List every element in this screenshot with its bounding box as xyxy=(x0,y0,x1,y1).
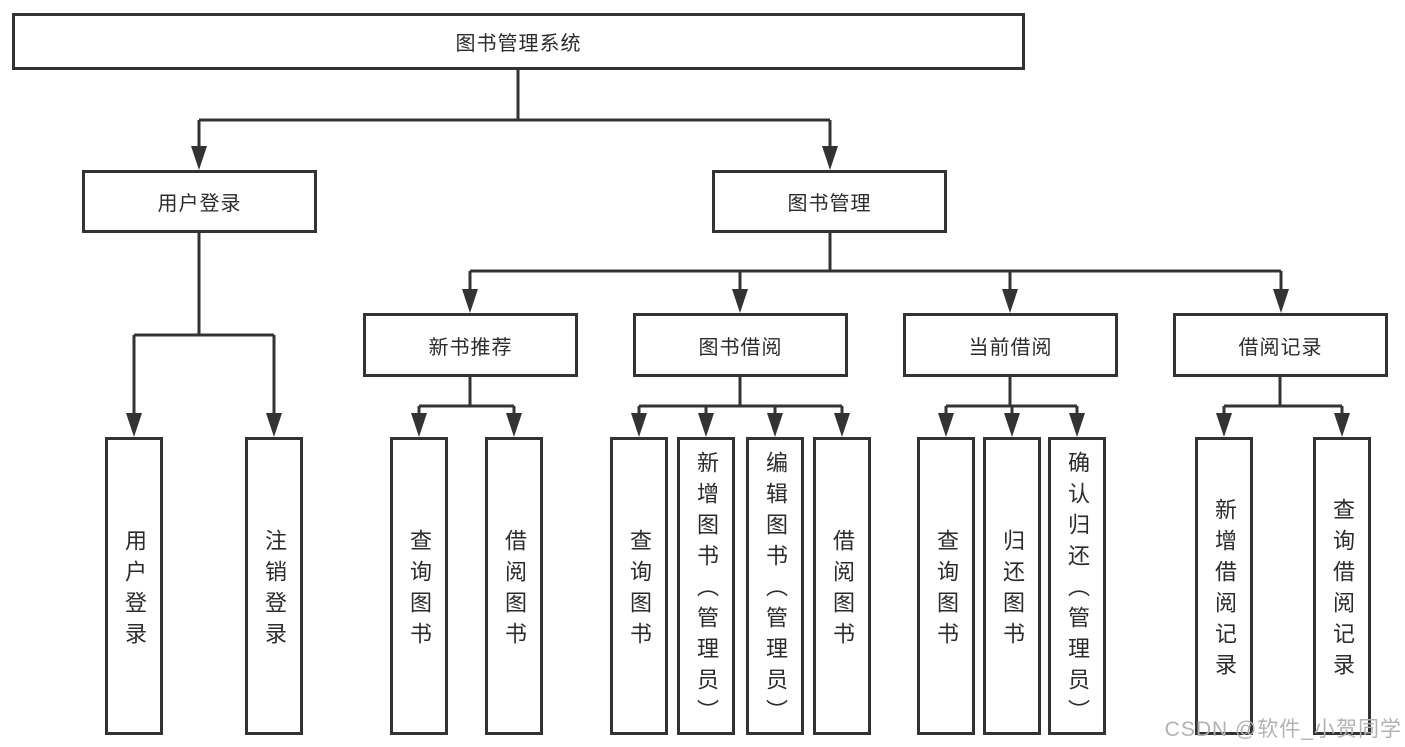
node-current-borrowing: 当前借阅 xyxy=(903,313,1118,377)
node-label: 新增借阅记录 xyxy=(1212,497,1237,684)
arrowhead xyxy=(767,413,783,437)
node-label: 新增图书（管理员） xyxy=(694,451,719,730)
node-label: 查询图书 xyxy=(934,528,959,653)
arrowhead xyxy=(126,413,142,437)
node-query-books-current: 查询图书 xyxy=(917,437,975,735)
node-label: 借阅图书 xyxy=(502,528,527,653)
node-query-books-borrowing: 查询图书 xyxy=(610,437,668,735)
arrowhead xyxy=(1004,413,1020,437)
node-label: 查询图书 xyxy=(627,528,652,653)
arrowhead xyxy=(506,413,522,437)
arrowhead xyxy=(732,289,748,313)
node-label: 借阅图书 xyxy=(830,528,855,653)
node-query-borrow-record: 查询借阅记录 xyxy=(1313,437,1371,735)
arrowhead xyxy=(1002,289,1018,313)
arrowhead xyxy=(698,413,714,437)
arrowhead xyxy=(411,413,427,437)
arrowhead xyxy=(462,289,478,313)
node-logout: 注销登录 xyxy=(245,437,303,735)
node-borrowing-records: 借阅记录 xyxy=(1173,313,1388,377)
node-label: 用户登录 xyxy=(122,528,147,653)
arrowhead xyxy=(266,413,282,437)
node-add-book-admin: 新增图书（管理员） xyxy=(677,437,735,735)
node-library-management-system: 图书管理系统 xyxy=(12,13,1025,70)
node-label: 注销登录 xyxy=(262,528,287,653)
node-confirm-return-admin: 确认归还（管理员） xyxy=(1048,437,1106,735)
arrowhead xyxy=(1334,413,1350,437)
node-new-book-recommendation: 新书推荐 xyxy=(363,313,578,377)
node-user-login: 用户登录 xyxy=(82,170,317,233)
arrowhead xyxy=(1216,413,1232,437)
arrowhead xyxy=(834,413,850,437)
node-label: 查询图书 xyxy=(407,528,432,653)
csdn-watermark: CSDN @软件_小贺同学 xyxy=(1164,718,1402,741)
arrowhead xyxy=(1273,289,1289,313)
node-borrow-books-borrowing: 借阅图书 xyxy=(813,437,871,735)
arrowhead xyxy=(1069,413,1085,437)
node-label: 确认归还（管理员） xyxy=(1065,451,1090,730)
node-query-books-recommend: 查询图书 xyxy=(390,437,448,735)
arrowhead xyxy=(191,146,207,170)
node-label: 归还图书 xyxy=(1000,528,1025,653)
arrowhead xyxy=(822,146,838,170)
arrowhead xyxy=(938,413,954,437)
tree-edges xyxy=(132,69,1344,417)
node-user-login-leaf: 用户登录 xyxy=(105,437,163,735)
node-edit-book-admin: 编辑图书（管理员） xyxy=(746,437,804,735)
node-label: 查询借阅记录 xyxy=(1330,497,1355,684)
node-book-borrowing: 图书借阅 xyxy=(633,313,848,377)
node-label: 编辑图书（管理员） xyxy=(763,451,788,730)
node-return-book: 归还图书 xyxy=(983,437,1041,735)
node-borrow-books-recommend: 借阅图书 xyxy=(485,437,543,735)
arrowhead xyxy=(631,413,647,437)
node-add-borrow-record: 新增借阅记录 xyxy=(1195,437,1253,735)
arrowheads xyxy=(126,146,1350,437)
node-book-management: 图书管理 xyxy=(712,170,947,233)
